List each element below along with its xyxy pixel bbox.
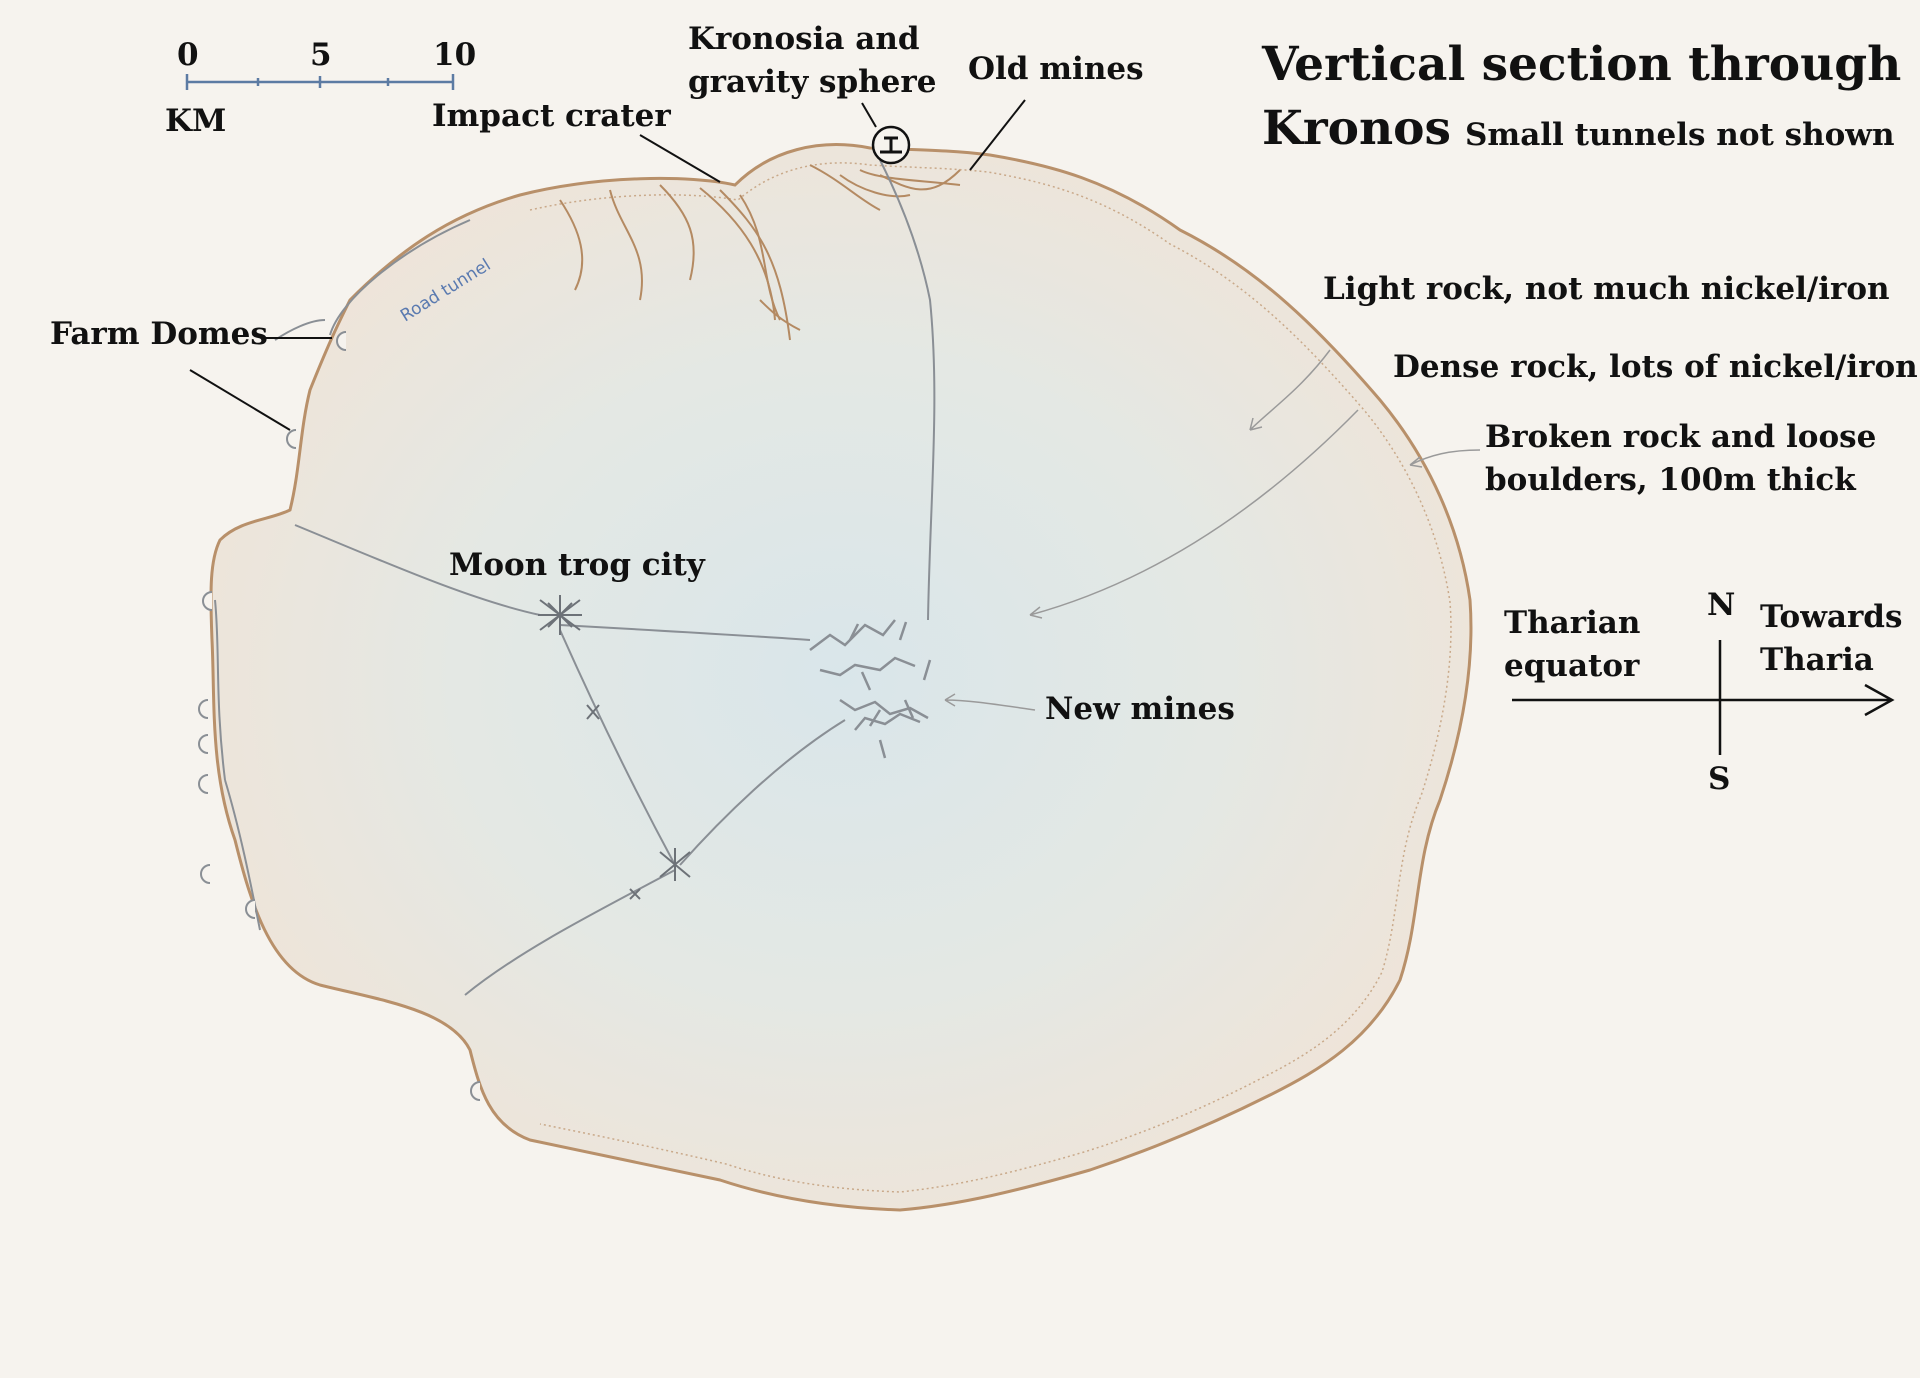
- zone-pointer-lines: [944, 349, 1481, 711]
- pointer-broken-rock: [1409, 449, 1481, 468]
- moon-trog-city: [538, 595, 582, 635]
- title-line1: Vertical section through: [1262, 37, 1902, 92]
- scale-tick-0: 0: [177, 37, 199, 73]
- pointer-new-mines: [944, 693, 1036, 711]
- broken-rock-boundary: [529, 162, 1452, 1193]
- compass-west-label-line1: Tharian: [1504, 605, 1641, 641]
- asteroid-body: [209, 143, 1473, 1212]
- tunnel-surface-to-new-mines: [879, 159, 936, 621]
- leader-lines: [189, 99, 1026, 431]
- scale-unit: KM: [165, 103, 227, 139]
- scale-bar: [185, 74, 455, 90]
- label-light-rock: Light rock, not much nickel/iron: [1323, 271, 1890, 307]
- compass-east-label-line1: Towards: [1760, 599, 1903, 635]
- kronosia-gravity-sphere: [871, 125, 911, 165]
- compass-west-label-line2: equator: [1504, 648, 1640, 684]
- title-line2: Kronos: [1262, 101, 1451, 156]
- label-kronosia-line2: gravity sphere: [688, 64, 937, 100]
- tunnel-city-to-south-hub: [559, 629, 676, 866]
- label-old-mines: Old mines: [968, 51, 1144, 87]
- compass-east-arrowhead: [1864, 683, 1895, 717]
- south-hub: [659, 848, 691, 881]
- scale-tick-10: 10: [433, 37, 477, 73]
- label-new-mines: New mines: [1045, 691, 1235, 727]
- pointer-light-rock: [1249, 349, 1331, 431]
- road-tunnel-path: [329, 219, 471, 336]
- label-broken-rock-line1: Broken rock and loose: [1485, 419, 1877, 455]
- leader-farm-domes-2: [189, 369, 291, 431]
- pointer-dense-rock: [1029, 409, 1359, 619]
- label-moon-trog-city: Moon trog city: [449, 547, 705, 583]
- title-note: Small tunnels not shown: [1465, 117, 1895, 153]
- leader-kronosia: [861, 102, 877, 128]
- label-impact-crater: Impact crater: [432, 98, 671, 134]
- tunnel-crust-to-city: [294, 524, 541, 616]
- farm-domes: [198, 331, 481, 1101]
- tunnel-south-hub-to-crust: [464, 869, 676, 996]
- new-mines-cluster: [809, 619, 932, 759]
- label-broken-rock-line2: boulders, 100m thick: [1485, 462, 1856, 498]
- tunnel-network: [214, 159, 936, 996]
- leader-impact-crater: [639, 134, 721, 183]
- compass-south-label: S: [1708, 761, 1731, 797]
- scale-tick-5: 5: [310, 37, 332, 73]
- compass-north-label: N: [1707, 587, 1736, 623]
- leader-old-mines: [969, 99, 1026, 171]
- tunnel-new-mines-to-south-hub: [679, 719, 846, 866]
- tunnel-city-to-new-mines: [559, 624, 811, 641]
- label-dense-rock: Dense rock, lots of nickel/iron: [1393, 349, 1918, 385]
- compass: [1512, 640, 1895, 755]
- label-farm-domes: Farm Domes: [50, 316, 268, 352]
- compass-east-label-line2: Tharia: [1760, 642, 1874, 678]
- old-mine-tunnels: [559, 164, 961, 341]
- tunnel-nodes: [586, 704, 641, 900]
- label-kronosia-line1: Kronosia and: [688, 21, 920, 57]
